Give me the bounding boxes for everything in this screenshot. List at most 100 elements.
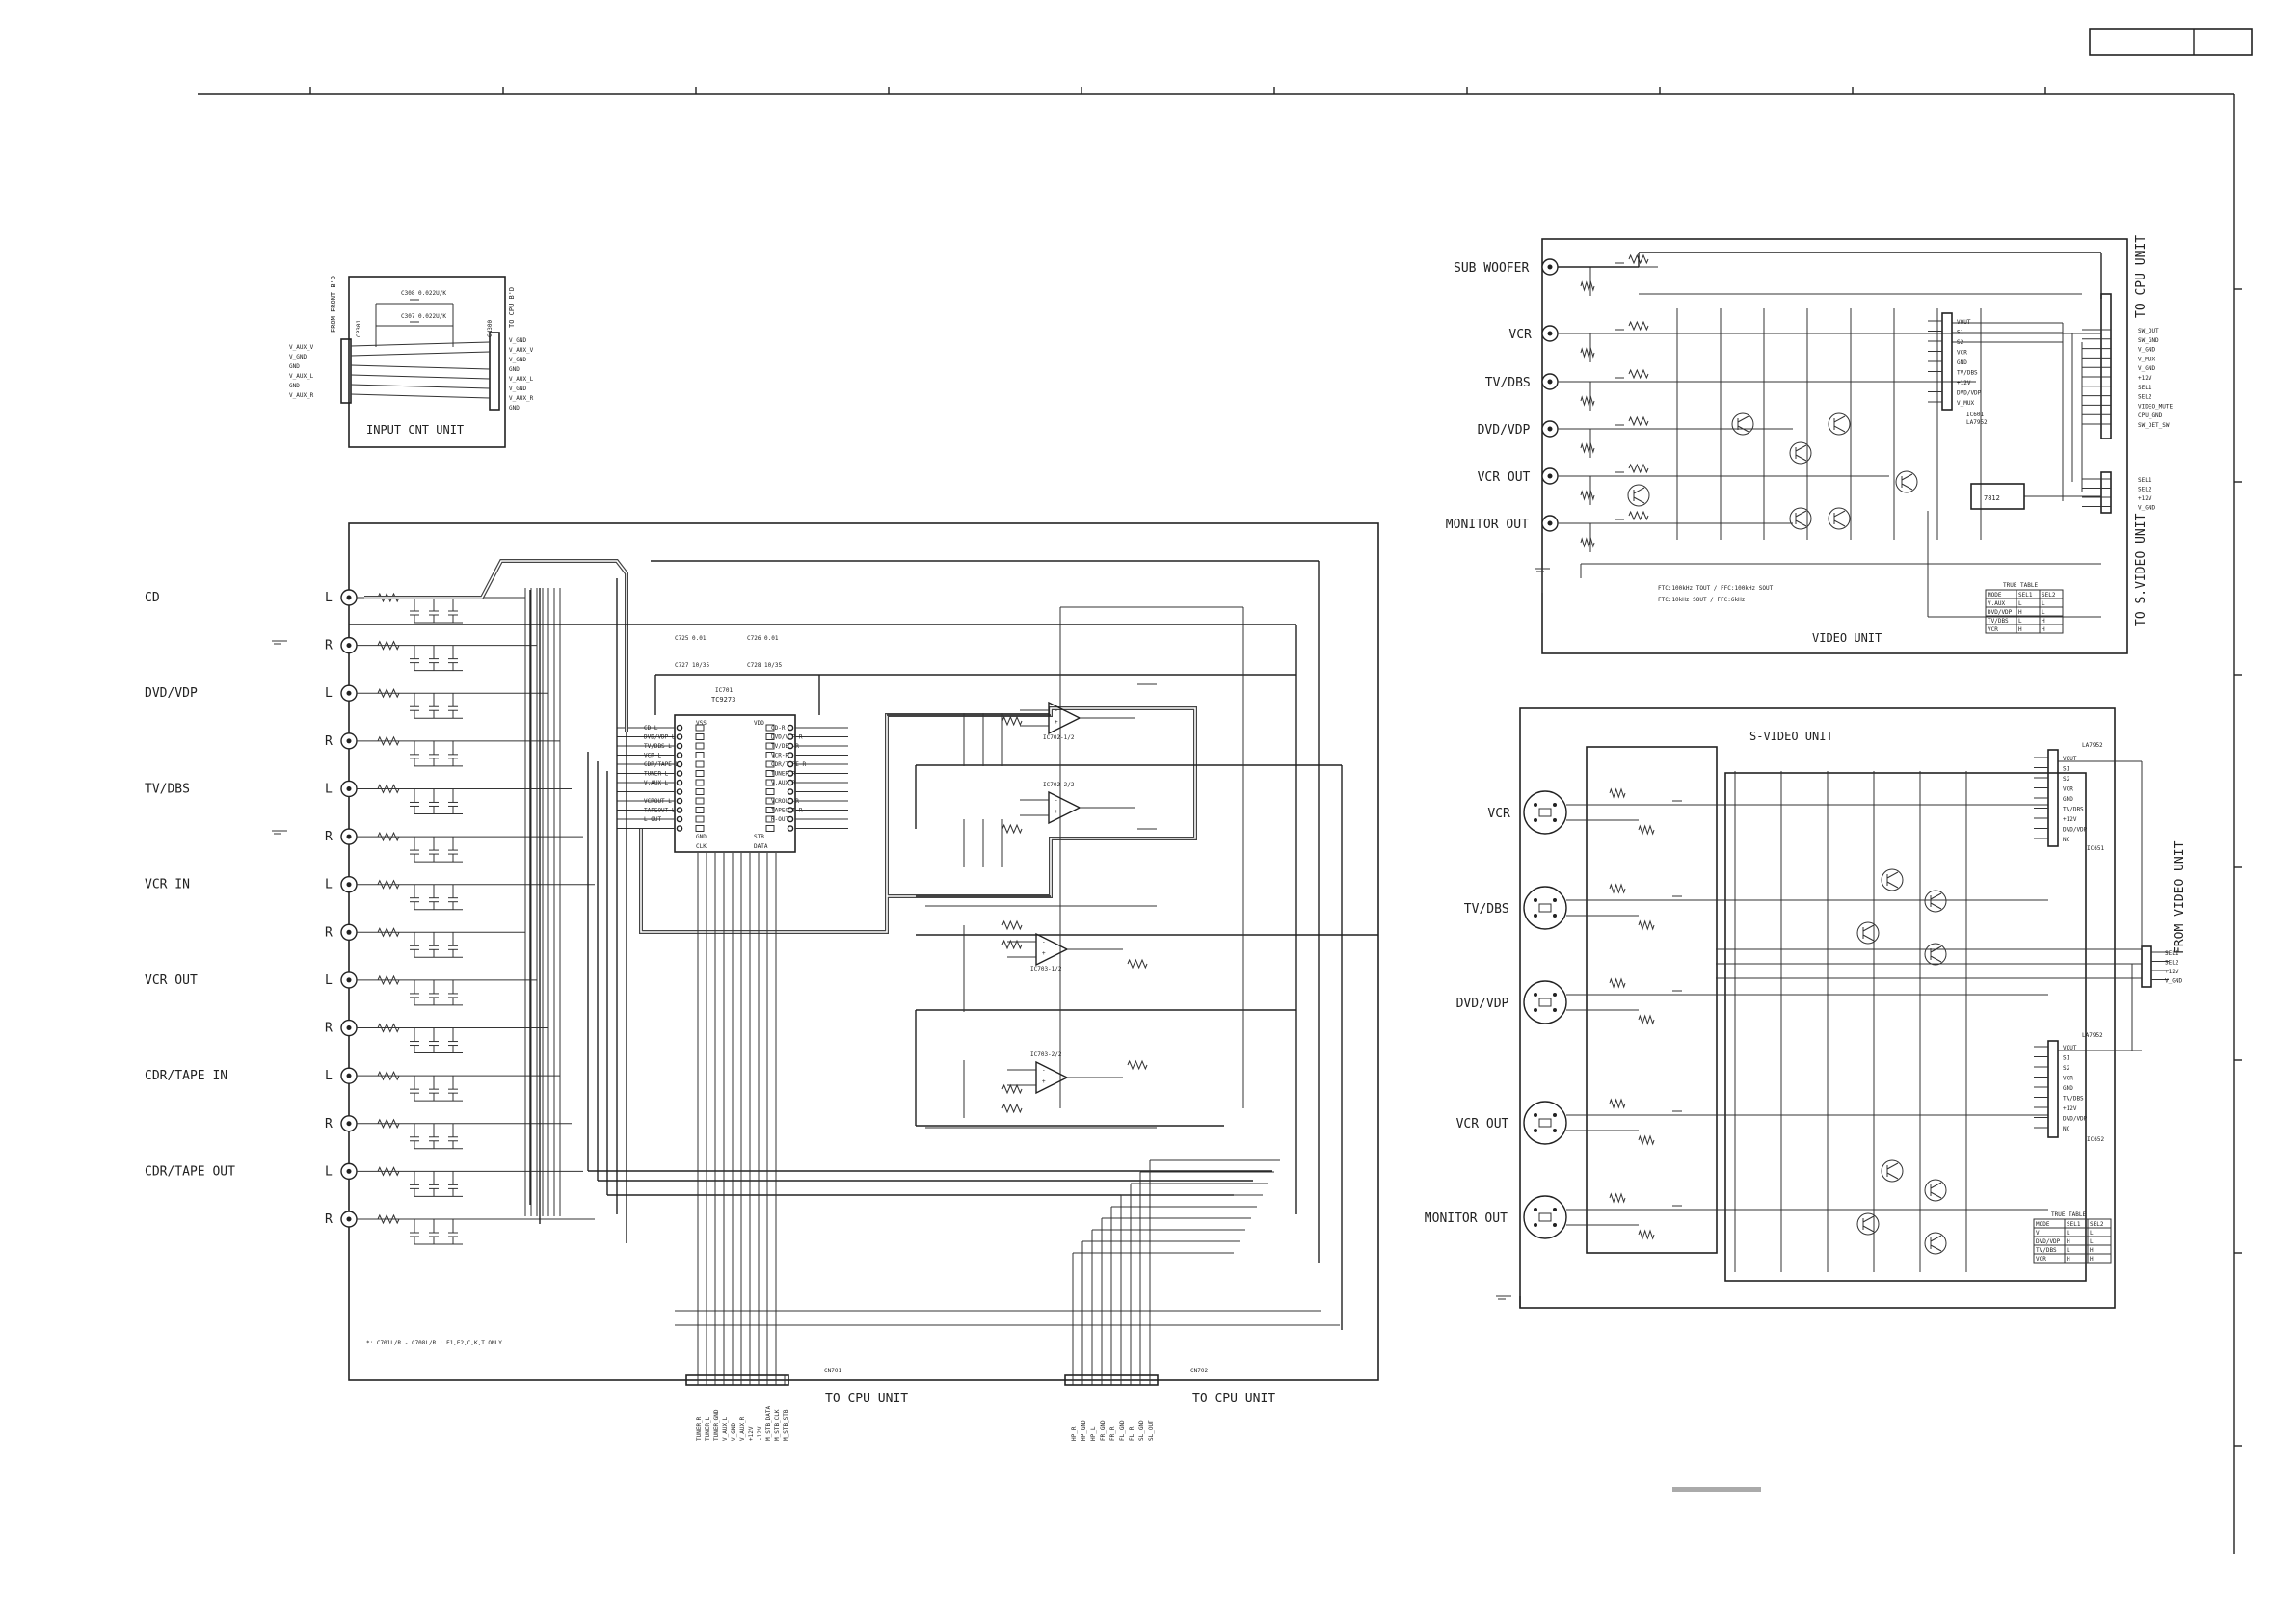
input-cnt-left-pin: V_AUX_L	[289, 373, 314, 380]
ic701-right-pin: DVD/VDP-R	[771, 734, 803, 741]
ic651-pin: S2	[2063, 776, 2070, 783]
svideo-din-jack	[1523, 1195, 1567, 1239]
audio-input-channel: L	[325, 973, 333, 988]
svideo-unit: S-VIDEO UNIT FROM VIDEO UNIT VCRTV/DBSDV…	[1425, 707, 2187, 1309]
cn702-pin: SL_OUT	[1148, 1420, 1155, 1441]
svideo-truth-cell: V	[2036, 1230, 2040, 1237]
input-cnt-right-pin: V_AUX_V	[509, 347, 534, 354]
ic651-ref: IC651	[2087, 845, 2104, 852]
resistor	[377, 784, 400, 794]
svideo-truth-cell: MODE	[2036, 1221, 2050, 1228]
opamp-label: IC702-2/2	[1043, 782, 1075, 788]
ic651-pin: S1	[2063, 766, 2070, 773]
audio-input-label: TV/DBS	[145, 782, 190, 796]
ic601-pin: V_MUX	[1957, 400, 1974, 407]
ic701-left-pin: TAPEOUT-L	[644, 808, 676, 814]
resistor	[377, 640, 400, 651]
ic601-part: LA7952	[1966, 419, 1988, 426]
ic701-data: DATA	[754, 843, 768, 850]
ic701-vss: VSS	[696, 720, 707, 727]
svideo-input-label: VCR	[1487, 807, 1510, 821]
ic652-pin: TV/DBS	[2063, 1096, 2084, 1103]
cap-c725: C725 0.01	[675, 635, 707, 642]
video-sv-pin: +12V	[2138, 495, 2152, 502]
resistor	[377, 927, 400, 938]
cap-c727: C727 10/35	[675, 662, 710, 669]
svideo-truth-cell: L	[2067, 1230, 2070, 1237]
resistor	[1609, 977, 1626, 989]
video-truth-cell: SEL1	[2018, 592, 2033, 599]
video-truth-table	[1985, 589, 2064, 634]
svg-text:-: -	[1055, 707, 1058, 714]
video-truth-cell: H	[2042, 626, 2045, 633]
video-truth-cell: H	[2042, 618, 2045, 625]
svideo-truth-cell: TV/DBS	[2036, 1247, 2057, 1254]
svg-text:+: +	[1055, 719, 1058, 726]
resistor	[1609, 1192, 1626, 1204]
ic701-left-pin: VCR-L	[644, 753, 661, 759]
audio-input-channel: R	[325, 925, 333, 940]
resistor	[377, 974, 400, 986]
cn702-label: TO CPU UNIT	[1192, 1392, 1275, 1406]
svideo-input-label: TV/DBS	[1464, 902, 1509, 917]
input-cnt-left-ref: CP301	[356, 320, 362, 337]
svideo-input-label: DVD/VDP	[1456, 997, 1509, 1011]
audio-input-channel: L	[325, 878, 333, 892]
resistor	[377, 1023, 400, 1033]
cn701-pin: TUNER_R	[696, 1416, 703, 1441]
ic701-gnd: GND	[696, 834, 707, 840]
opamp-label: IC703-2/2	[1030, 1051, 1062, 1058]
audio-input-label: CDR/TAPE IN	[145, 1069, 227, 1083]
video-cpu-pin: SW_GND	[2138, 337, 2159, 344]
video-sv-pin: SEL1	[2138, 477, 2152, 484]
resistor	[1638, 1134, 1655, 1146]
ic652-pin: NC	[2063, 1126, 2070, 1132]
ic601-pin: S1	[1957, 330, 1964, 336]
cn701-pin: -12V	[757, 1426, 763, 1441]
resistor	[1580, 347, 1595, 359]
transistor	[1828, 412, 1851, 436]
input-cnt-unit: INPUT CNT UNIT FROM FRONT B'D TO CPU B'D…	[289, 276, 534, 448]
ic601-pin: GND	[1957, 359, 1967, 366]
input-cnt-right-ref: CN300	[487, 320, 494, 337]
cn702-pin: HP_L	[1090, 1426, 1097, 1441]
resistor	[1628, 320, 1649, 332]
resistor	[377, 831, 400, 842]
transistor	[1881, 1159, 1904, 1183]
input-cnt-right-pin: V_AUX_L	[509, 376, 534, 383]
svg-text:-: -	[1042, 1067, 1046, 1074]
video-input-label: VCR	[1508, 328, 1532, 342]
ic601-pin: VOUT	[1957, 319, 1971, 326]
resistor	[1580, 490, 1595, 501]
ic651-pin: DVD/VDP	[2063, 827, 2088, 834]
svg-text:-: -	[1042, 939, 1046, 945]
resistor	[1001, 823, 1023, 835]
svideo-conn-pin: SEL2	[2165, 960, 2179, 967]
ic651-pin: VCR	[2063, 786, 2073, 793]
audio-input-channel: L	[325, 1164, 333, 1179]
ic701-stb: STB	[754, 834, 764, 840]
opamp-symbol	[1048, 790, 1081, 825]
transistor	[1856, 1212, 1880, 1236]
ic601-ref: IC601	[1966, 412, 1984, 418]
ic701-right-pin: CD-R	[771, 725, 786, 732]
video-cpu-pin: SEL2	[2138, 394, 2152, 401]
ic701-ref: IC701	[715, 687, 733, 694]
ic701-right-pin: VCROUT-R	[771, 798, 799, 805]
resistor	[1628, 510, 1649, 521]
cn702-ref: CN702	[1190, 1368, 1208, 1374]
cn701-pin: TUNER_GND	[713, 1409, 720, 1441]
ic651-pin: +12V	[2063, 816, 2077, 823]
opamp-symbol	[1048, 701, 1081, 735]
transistor	[1924, 890, 1947, 913]
svg-text:+: +	[1042, 1078, 1046, 1085]
input-cnt-left-pin: V_GND	[289, 354, 307, 360]
svideo-truth-cell: L	[2090, 1238, 2094, 1245]
input-cnt-right-pin: V_AUX_R	[509, 395, 534, 402]
video-input-label: SUB WOOFER	[1454, 261, 1529, 276]
video-sv-pin: V_GND	[2138, 505, 2155, 512]
video-truth-cell: TV/DBS	[1988, 618, 2009, 625]
